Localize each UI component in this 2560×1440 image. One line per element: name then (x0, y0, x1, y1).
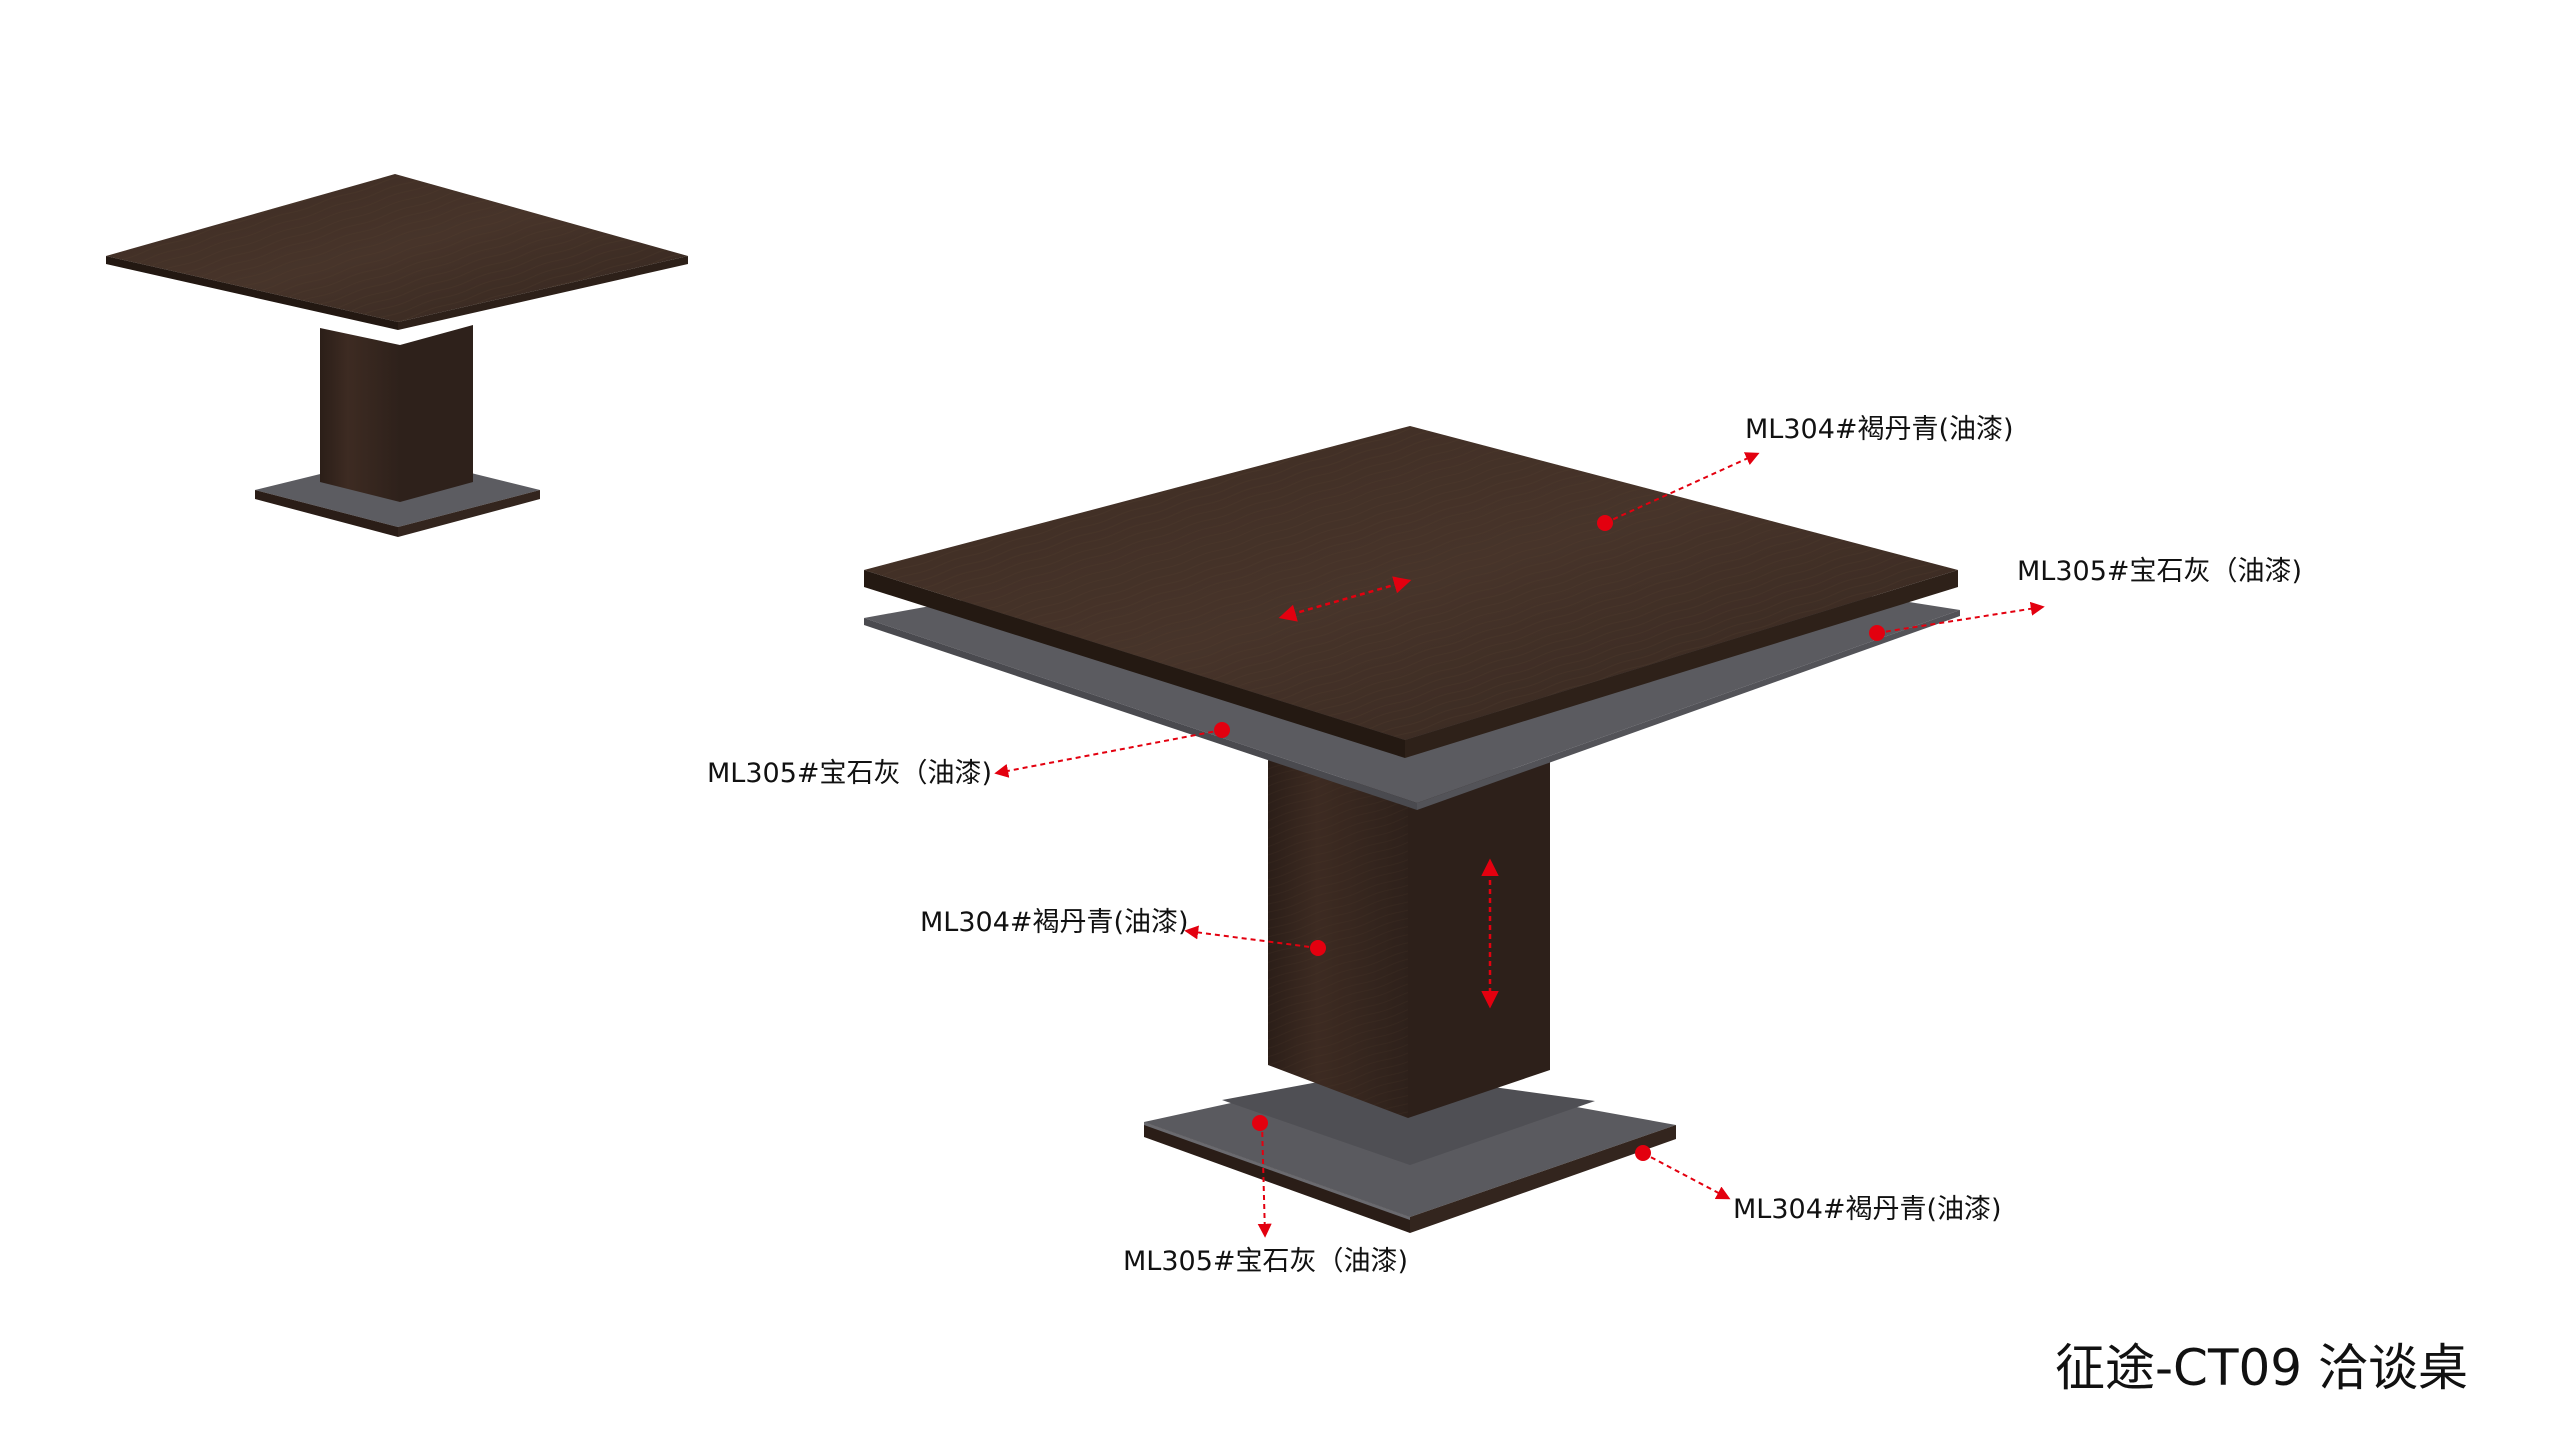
callout-leader (1257, 1122, 1272, 1238)
main-table (864, 426, 1960, 1233)
under-panel-edge (864, 618, 1417, 810)
callout-label-base-edge: ML304#褐丹青(油漆) (1733, 1194, 2002, 1225)
callout-label-under-panel-right: ML305#宝石灰（油漆) (2017, 556, 2302, 587)
callout-leader (1642, 1152, 1731, 1200)
tabletop-edge-right (1405, 570, 1958, 758)
preview-tabletop-surface-grain (106, 174, 688, 322)
callout-labels: ML304#褐丹青(油漆) ML305#宝石灰（油漆) ML305#宝石灰（油漆… (707, 414, 2302, 1277)
column-grain (1268, 760, 1408, 1118)
callout-leaders (994, 452, 2045, 1238)
callout-leader (1876, 601, 2045, 634)
preview-base-front-right (398, 490, 540, 537)
base-front-right (1410, 1125, 1676, 1233)
base-front-left (1144, 1122, 1410, 1233)
callout-label-column: ML304#褐丹青(油漆) (920, 907, 1189, 938)
tabletop-edge-left (864, 570, 1405, 758)
callout-marker (1252, 1115, 1268, 1131)
callout-leader (1604, 452, 1760, 524)
callout-leader (994, 729, 1223, 778)
base-inner-rim (1222, 1071, 1595, 1165)
preview-tabletop-edge-left (106, 256, 398, 330)
preview-column-right (400, 325, 473, 502)
preview-column-left (320, 328, 400, 502)
double-arrow-icon (1278, 576, 1412, 622)
under-panel-edge-right (1417, 610, 1960, 810)
callout-leader (1184, 925, 1319, 949)
preview-base-front-left (255, 490, 398, 537)
callout-label-under-panel-left: ML305#宝石灰（油漆) (707, 758, 992, 789)
preview-tabletop-edge-right (398, 256, 688, 330)
callout-label-top-surface: ML304#褐丹青(油漆) (1745, 414, 2014, 445)
product-title: 征途-CT09 洽谈桌 (2055, 1339, 2468, 1397)
tabletop-surface-grain (864, 426, 1958, 740)
base-rim-shade (1144, 1122, 1410, 1220)
column-right-face (1408, 760, 1550, 1118)
preview-table (106, 174, 688, 537)
grain-direction-indicators (1278, 576, 1499, 1009)
callout-label-base-top: ML305#宝石灰（油漆) (1123, 1246, 1408, 1277)
